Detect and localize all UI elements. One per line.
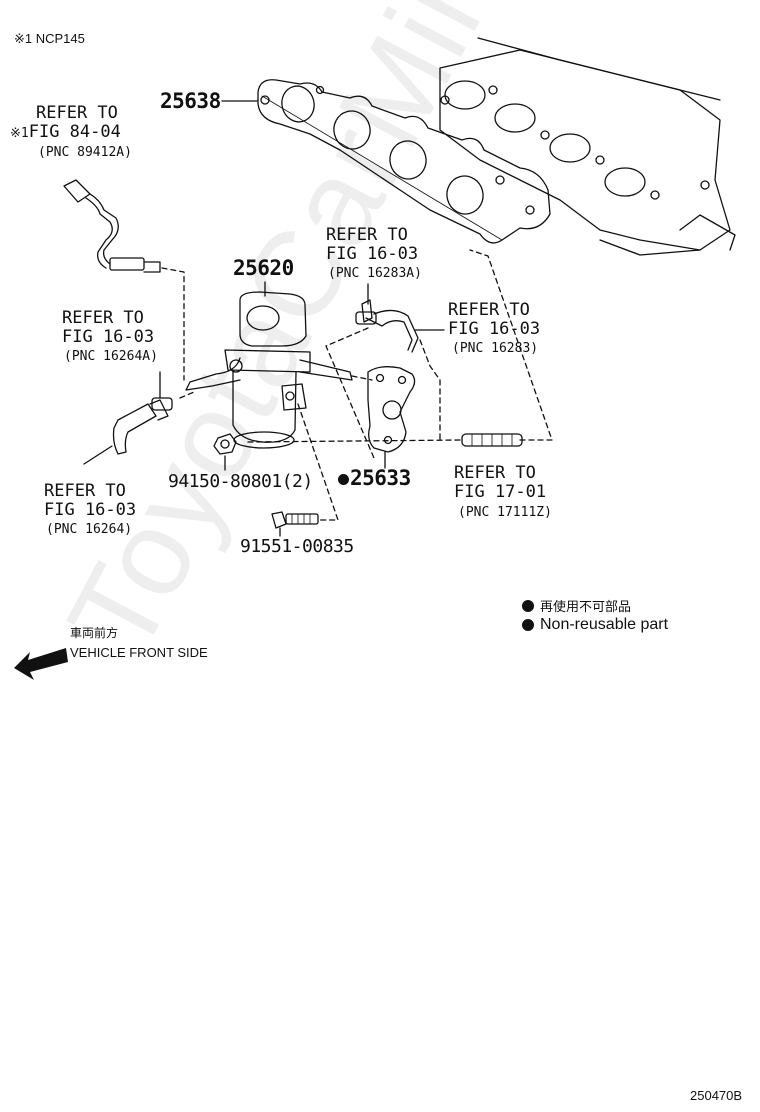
part-number-25638: 25638 — [160, 89, 221, 113]
dash-hose-top — [325, 327, 375, 459]
ref-hose-top-line1: REFER TO — [326, 225, 408, 245]
hose-left-drawing — [112, 397, 173, 455]
part-number-25633: 25633 — [338, 468, 411, 489]
manifold-gasket-drawing — [257, 79, 551, 244]
engine-manifold-outline — [439, 37, 736, 256]
legend-dot-icon — [522, 599, 534, 612]
leader-hose-left — [83, 445, 113, 465]
ref-stud-pnc: (PNC 17111Z) — [458, 505, 552, 520]
part-number-25633-text: 25633 — [350, 466, 411, 490]
ref-sensor-pnc: (PNC 89412A) — [38, 145, 132, 160]
ref-sensor-fig: FIG 84-04 — [28, 122, 121, 142]
legend-jp-text: 再使用不可部品 — [540, 600, 632, 615]
ref-hose-right-line1: REFER TO — [448, 300, 530, 320]
part-number-bolt: 91551-00835 — [240, 536, 354, 557]
legend-en-text: Non-reusable part — [540, 616, 669, 633]
direction-en: VEHICLE FRONT SIDE — [70, 645, 208, 660]
oxygen-sensor-drawing — [63, 179, 161, 273]
legend-en: Non-reusable part — [522, 616, 668, 634]
nut-drawing — [213, 433, 237, 455]
ref-hose-left-line2: FIG 16-03 — [44, 500, 137, 520]
figure-id: 250470B — [690, 1088, 743, 1103]
dash-bolt — [297, 403, 339, 521]
ref-clamp-left-pnc: (PNC 16264A) — [64, 349, 158, 364]
dash-hose-right — [419, 339, 441, 441]
dash-sensor — [161, 267, 185, 381]
dash-right — [469, 249, 553, 441]
ref-sensor-line2: ※1FIG 84-04 — [10, 123, 121, 143]
hose-top-drawing — [355, 299, 419, 353]
ref-hose-top-line2: FIG 16-03 — [326, 244, 419, 264]
ref-hose-left-line1: REFER TO — [44, 481, 126, 501]
ref-clamp-left-line1: REFER TO — [62, 308, 144, 328]
ref-sensor-line1: REFER TO — [36, 103, 118, 123]
ref-hose-right-line2: FIG 16-03 — [448, 319, 541, 339]
non-reusable-dot-icon — [338, 473, 349, 485]
ref-hose-right-pnc: (PNC 16283) — [452, 341, 539, 356]
ref-stud-line1: REFER TO — [454, 463, 536, 483]
ref-hose-left-pnc: (PNC 16264) — [46, 522, 133, 537]
egr-gasket-drawing — [367, 366, 416, 453]
ref-clamp-left-line2: FIG 16-03 — [62, 327, 155, 347]
egr-valve-drawing — [185, 291, 353, 449]
stud-drawing — [461, 433, 523, 447]
part-number-nut: 94150-80801(2) — [168, 471, 313, 492]
dash-clamp — [179, 391, 195, 399]
front-direction-arrow-icon — [14, 648, 68, 680]
legend-dot-icon — [522, 619, 534, 631]
direction-jp: 車両前方 — [70, 626, 119, 640]
part-number-25620: 25620 — [233, 256, 294, 280]
bolt-drawing — [271, 511, 319, 529]
ref-hose-top-pnc: (PNC 16283A) — [328, 266, 422, 281]
variant-note: ※1 NCP145 — [14, 31, 85, 46]
dash-egr-right — [351, 375, 373, 381]
ref-sensor-mark: ※1 — [10, 126, 29, 141]
ref-stud-line2: FIG 17-01 — [454, 482, 547, 502]
legend-jp: 再使用不可部品 — [522, 596, 631, 615]
